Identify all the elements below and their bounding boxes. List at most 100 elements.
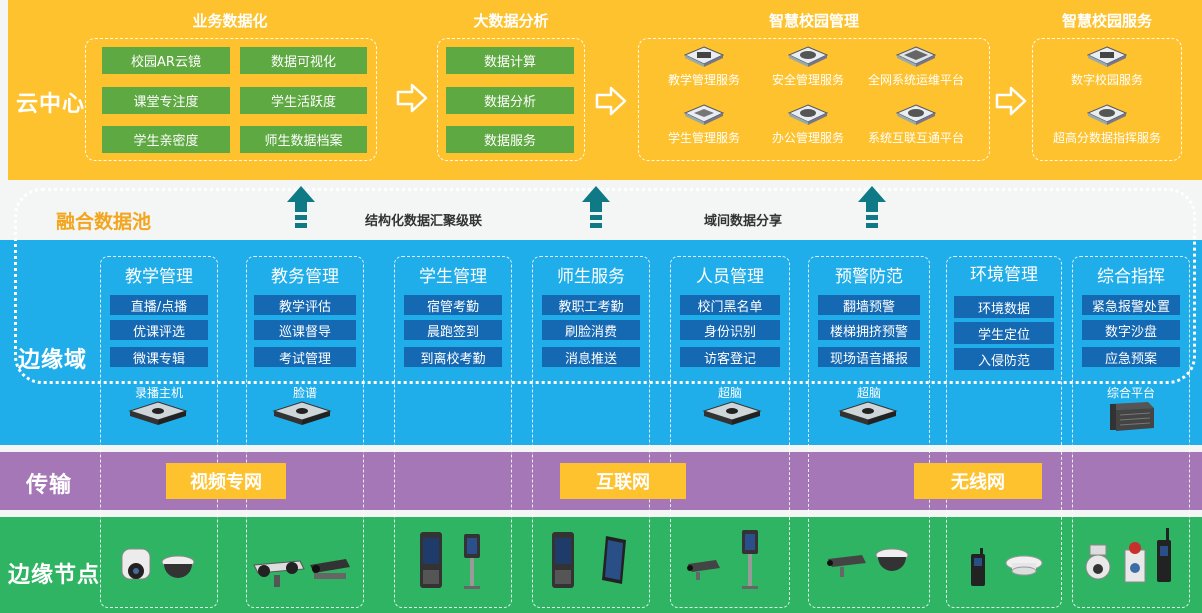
btn-teaching-evaluation[interactable]: 教学评估 xyxy=(254,295,356,315)
btn-exam-management[interactable]: 考试管理 xyxy=(254,347,356,367)
device-label-super-brain: 超脑 xyxy=(717,386,742,400)
btn-intrusion-prevention[interactable]: 入侵防范 xyxy=(954,348,1054,370)
face-server-icon xyxy=(272,401,332,425)
structured-data-cascade-text: 结构化数据汇聚级联 xyxy=(365,214,483,229)
fusion-data-pool-label: 融合数据池 xyxy=(56,211,152,233)
category-box-personnel xyxy=(670,256,790,608)
btn-data-visualization[interactable]: 数据可视化 xyxy=(240,47,367,74)
btn-gate-blacklist[interactable]: 校门黑名单 xyxy=(680,295,780,315)
btn-data-analysis[interactable]: 数据分析 xyxy=(446,87,574,114)
btn-morning-run-checkin[interactable]: 晨跑签到 xyxy=(404,320,502,340)
btn-patrol-supervision[interactable]: 巡课督导 xyxy=(254,320,356,340)
cloud-center-label: 云中心 xyxy=(16,92,86,117)
category-box-academic xyxy=(246,256,364,608)
bullet-camera-icon xyxy=(687,560,720,580)
btn-digital-sandbox[interactable]: 数字沙盘 xyxy=(1082,320,1180,340)
btn-staff-attendance[interactable]: 教职工考勤 xyxy=(542,295,640,315)
svc-student-mgmt[interactable]: 学生管理服务 xyxy=(652,104,756,146)
super-brain-server-icon xyxy=(838,401,898,425)
network-internet: 互联网 xyxy=(560,463,686,499)
edge-nodes-band xyxy=(0,517,1202,613)
btn-visitor-registration[interactable]: 访客登记 xyxy=(680,347,780,367)
network-video-private: 视频专网 xyxy=(166,463,286,499)
super-brain-server-icon xyxy=(702,401,762,425)
tablet-terminal-icon xyxy=(602,536,626,584)
btn-onsite-voice-broadcast[interactable]: 现场语音播报 xyxy=(818,347,920,367)
binocular-camera-icon xyxy=(253,560,305,587)
category-box-warning xyxy=(808,256,930,608)
btn-identity-recognition[interactable]: 身份识别 xyxy=(680,320,780,340)
btn-student-intimacy[interactable]: 学生亲密度 xyxy=(102,126,230,153)
box-camera-icon xyxy=(310,559,350,579)
group-box-big-data xyxy=(437,38,585,161)
svc-system-interconnect-platform[interactable]: 系统互联互通平台 xyxy=(856,104,976,146)
btn-data-compute[interactable]: 数据计算 xyxy=(446,47,574,74)
device-label-integrated-platform: 综合平台 xyxy=(1106,386,1155,400)
svc-office-mgmt[interactable]: 办公管理服务 xyxy=(756,104,860,146)
group-box-smart-campus-mgmt xyxy=(638,38,990,161)
btn-wall-climb-alert[interactable]: 翻墙预警 xyxy=(818,295,920,315)
alarm-button-icon xyxy=(1124,542,1146,583)
right-arrow-icon xyxy=(396,83,428,113)
btn-quality-class[interactable]: 优课评选 xyxy=(110,320,208,340)
btn-student-positioning[interactable]: 学生定位 xyxy=(954,322,1054,344)
dome-camera-icon xyxy=(875,548,909,571)
btn-class-focus[interactable]: 课堂专注度 xyxy=(102,87,230,114)
bullet-camera-icon xyxy=(827,555,866,577)
group-title-smart-campus-mgmt: 智慧校园管理 xyxy=(768,12,859,30)
category-title-teaching: 教学管理 xyxy=(125,267,193,287)
server-rack-icon xyxy=(896,46,936,67)
network-wireless: 无线网 xyxy=(914,463,1042,499)
category-title-personnel: 人员管理 xyxy=(696,267,764,287)
recording-host-icon xyxy=(128,401,188,425)
svc-teaching-mgmt[interactable]: 教学管理服务 xyxy=(652,46,756,88)
svc-digital-campus[interactable]: 数字校园服务 xyxy=(1036,46,1178,88)
group-box-smart-campus-service xyxy=(1032,38,1182,161)
btn-environment-data[interactable]: 环境数据 xyxy=(954,296,1054,318)
btn-ar-cloud-mirror[interactable]: 校园AR云镜 xyxy=(102,47,230,74)
device-label-super-brain: 超脑 xyxy=(856,386,881,400)
face-gate-terminal-icon xyxy=(742,530,758,589)
category-box-teaching xyxy=(100,256,218,608)
btn-live-vod[interactable]: 直播/点播 xyxy=(110,295,208,315)
group-title-big-data: 大数据分析 xyxy=(473,12,549,30)
inter-domain-share-text: 域间数据分享 xyxy=(704,214,783,229)
integrated-platform-chassis-icon xyxy=(1110,402,1154,431)
category-title-command: 综合指挥 xyxy=(1097,267,1165,287)
server-disk-icon xyxy=(1087,104,1127,125)
btn-micro-class[interactable]: 微课专辑 xyxy=(110,347,208,367)
btn-teacher-student-archive[interactable]: 师生数据档案 xyxy=(240,126,367,153)
btn-student-activity[interactable]: 学生活跃度 xyxy=(240,87,367,114)
category-box-command xyxy=(1072,256,1190,608)
btn-dorm-attendance[interactable]: 宿管考勤 xyxy=(404,295,502,315)
btn-emergency-alarm[interactable]: 紧急报警处置 xyxy=(1082,295,1180,315)
face-recognition-terminal-icon xyxy=(552,532,574,588)
btn-arrive-leave-attendance[interactable]: 到离校考勤 xyxy=(404,347,502,367)
device-label-face: 脸谱 xyxy=(292,386,317,400)
group-box-business-data xyxy=(85,38,377,161)
btn-message-push[interactable]: 消息推送 xyxy=(542,347,640,367)
btn-face-payment[interactable]: 刷脸消费 xyxy=(542,320,640,340)
server-disk-icon xyxy=(788,104,828,125)
group-title-business-data: 业务数据化 xyxy=(192,12,268,30)
category-title-environment: 环境管理 xyxy=(970,265,1038,285)
btn-data-service[interactable]: 数据服务 xyxy=(446,126,574,153)
category-box-student xyxy=(394,256,512,608)
transport-label: 传输 xyxy=(26,473,73,498)
up-arrow-icon xyxy=(287,186,315,228)
smoke-detector-icon xyxy=(1005,555,1043,576)
up-arrow-icon xyxy=(582,186,610,228)
fisheye-camera-icon xyxy=(121,548,151,580)
svc-network-ops-platform[interactable]: 全网系统运维平台 xyxy=(856,46,976,88)
ptz-speed-dome-icon xyxy=(1085,544,1111,580)
category-box-environment xyxy=(946,256,1062,608)
svc-security-mgmt[interactable]: 安全管理服务 xyxy=(756,46,860,88)
btn-emergency-plan[interactable]: 应急预案 xyxy=(1082,347,1180,367)
btn-stair-crowd-alert[interactable]: 楼梯拥挤预警 xyxy=(818,320,920,340)
svc-ultra-hd-command[interactable]: 超高分数据指挥服务 xyxy=(1036,104,1178,146)
dome-camera-icon xyxy=(161,555,195,578)
fusion-data-pool-border xyxy=(14,188,1196,384)
radio-terminal-icon xyxy=(971,548,985,586)
server-slab-icon xyxy=(684,104,724,125)
right-arrow-icon xyxy=(595,86,627,116)
